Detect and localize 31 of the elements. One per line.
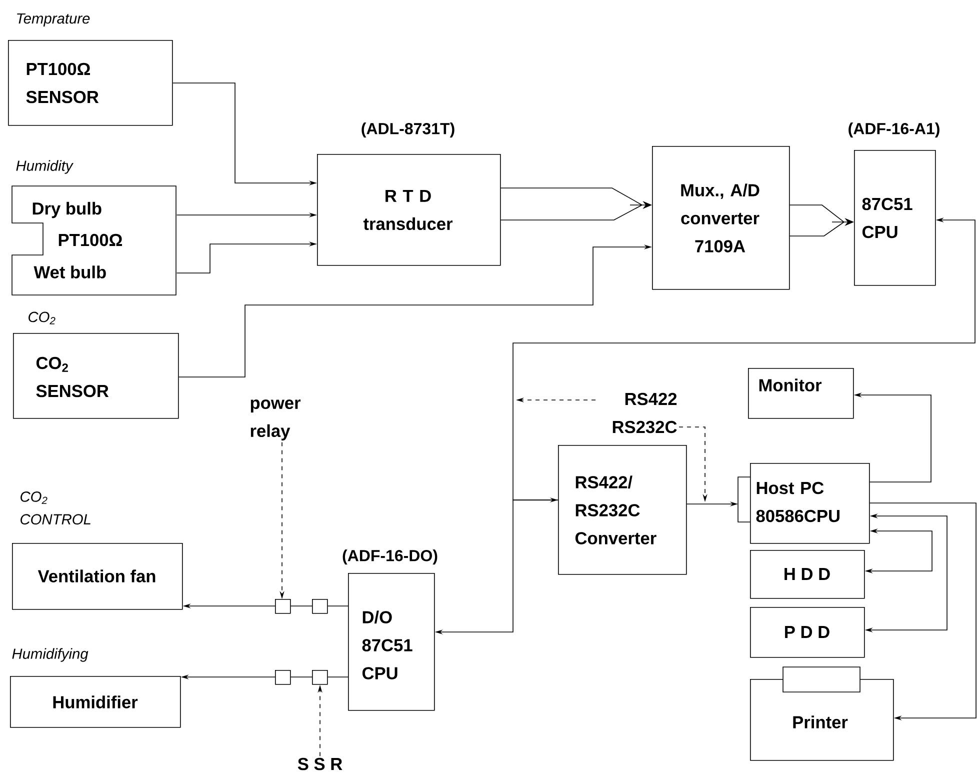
- node-label: Temprature: [17, 13, 90, 27]
- node-label: CO$_{2}$ CONTROL: [20, 492, 90, 525]
- device-box: Humidifying Humidifier: [10, 648, 181, 728]
- relay-box: [275, 599, 291, 614]
- node-label: (ADF-16-A1): [848, 122, 940, 138]
- annotation-text: S S R: [298, 758, 342, 770]
- node-label: Humidifying: [12, 648, 88, 662]
- sensor-box: Temprature PT100Ω SENSOR: [8, 13, 173, 126]
- sensor-box: Humidity Dry bulb PT100Ω Wet bulb: [12, 160, 176, 296]
- transducer-box: (ADL-8731T) R T D transducer: [317, 122, 501, 266]
- relay-box: [312, 599, 328, 614]
- arrow: [869, 502, 976, 720]
- converter-box: RS422/ RS232C Converter: [558, 445, 687, 575]
- node-label: CO$_{2}$: [28, 312, 56, 324]
- device-box: CO$_{2}$ CONTROL Ventilation fan: [12, 492, 183, 610]
- host-pc-box: Host PC 80586CPU: [750, 463, 870, 544]
- connector-line: [327, 676, 348, 678]
- relay-box: [275, 670, 291, 685]
- relay-box: [312, 670, 328, 685]
- node-label: Humidity: [16, 160, 74, 174]
- annotation-text: power relay: [250, 400, 301, 440]
- cpu-box: (ADF-16-DO) D/O 87C51 CPU: [342, 550, 438, 711]
- annotation-text: RS422 RS232C: [612, 392, 677, 434]
- node-label: (ADF-16-DO): [342, 550, 438, 564]
- monitor-box: Monitor: [748, 368, 854, 419]
- cpu-box: (ADF-16-A1) 87C51 CPU: [848, 122, 940, 286]
- printer-box: Printer: [750, 666, 894, 761]
- sensor-box: CO$_{2}$ CO$_{2}$ SENSOR: [13, 312, 179, 419]
- connector-line: [290, 676, 312, 678]
- node-label: (ADL-8731T): [362, 122, 454, 138]
- converter-box: Mux., A/D converter 7109A: [652, 146, 790, 290]
